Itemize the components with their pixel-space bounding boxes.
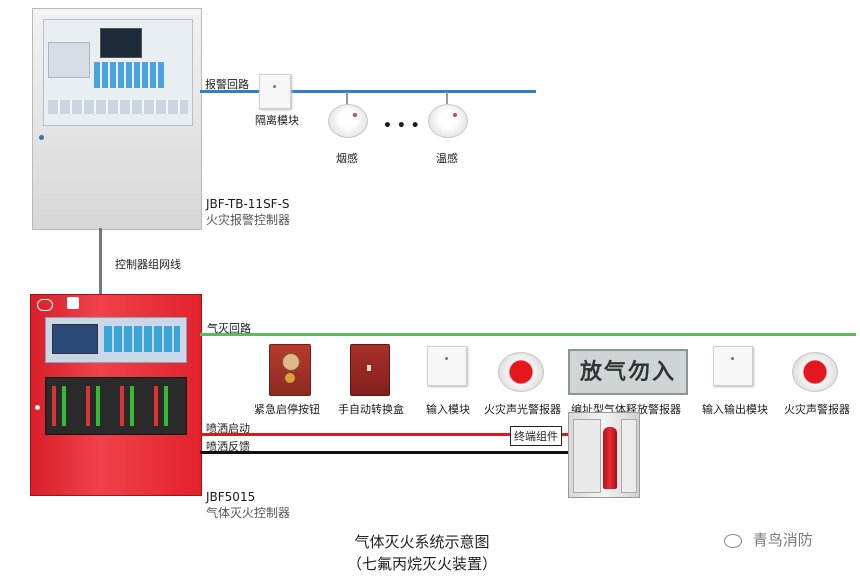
emergency-button-label: 紧急启停按钮 <box>254 403 320 416</box>
manual-auto-switch-box <box>350 344 390 396</box>
controller-network-line <box>99 228 102 294</box>
certification-logo <box>37 299 53 311</box>
controller-display-panel <box>43 19 193 126</box>
cabinet-door-left <box>573 419 601 493</box>
network-line-label: 控制器组网线 <box>115 258 181 271</box>
gas-extinguishing-controller-cabinet <box>30 294 202 496</box>
zone-indicator-leds <box>52 386 180 426</box>
diagram-subtitle: （七氟丙烷灭火装置） <box>346 555 497 573</box>
smoke-detector-drop <box>346 92 348 104</box>
input-output-module <box>713 346 753 386</box>
controller-printer <box>48 42 90 78</box>
gas-controller-model: JBF5015 <box>206 490 256 504</box>
heat-detector-label: 温感 <box>436 152 458 165</box>
controller-keypad <box>94 62 164 88</box>
fire-alarm-controller-model: JBF-TB-11SF-S <box>206 197 290 211</box>
heat-detector-drop <box>446 92 448 104</box>
isolation-module <box>259 74 291 109</box>
fire-alarm-controller-cabinet <box>32 8 202 230</box>
alarm-loop-label: 报警回路 <box>205 78 249 91</box>
fire-alarm-controller-caption: JBF-TB-11SF-S 火灾报警控制器 <box>206 196 290 228</box>
controller-indicator-row <box>48 100 188 114</box>
fire-sound-alarm-label: 火灾声警报器 <box>784 403 850 416</box>
terminal-component: 终端组件 <box>510 426 562 446</box>
gas-loop-line <box>200 333 856 336</box>
input-module-led <box>445 357 448 360</box>
input-output-module-label: 输入输出模块 <box>702 403 768 416</box>
gas-controller-zone-panel <box>45 377 187 435</box>
emergency-button-core <box>285 373 295 383</box>
fire-strobe-sound-alarm-label: 火灾声光警报器 <box>484 403 561 416</box>
diagram-title: 气体灭火系统示意图 <box>354 533 490 551</box>
watermark-text: 青鸟消防 <box>752 531 813 549</box>
alarm-loop-line <box>200 90 536 93</box>
gas-controller-name: 气体灭火控制器 <box>206 506 291 520</box>
spray-feedback-label: 喷洒反馈 <box>206 440 250 453</box>
io-module-led <box>731 357 734 360</box>
spray-start-line <box>200 433 568 436</box>
controller-lock <box>39 135 44 140</box>
spray-feedback-line <box>200 451 568 454</box>
input-module-label: 输入模块 <box>426 403 470 416</box>
isolation-module-led <box>273 85 276 88</box>
fire-sound-alarm <box>792 352 838 392</box>
gas-controller-screen <box>52 324 98 354</box>
detector-ellipsis: • • • <box>383 118 420 134</box>
emergency-button-knob <box>282 353 300 371</box>
controller-screen <box>100 28 142 58</box>
switch-box-keyhole <box>367 365 371 371</box>
extinguisher-cylinder <box>603 427 617 489</box>
watermark: 青鸟消防 <box>724 529 813 550</box>
smoke-detector-label: 烟感 <box>336 152 358 165</box>
smoke-detector <box>328 104 368 138</box>
fire-logo <box>67 297 79 309</box>
gas-controller-keypad <box>104 326 180 352</box>
gas-release-sign-text: 放气勿入 <box>579 359 676 385</box>
isolation-module-label: 隔离模块 <box>255 114 299 127</box>
input-module <box>427 346 467 386</box>
gas-controller-display-panel <box>45 317 187 363</box>
gas-controller-caption: JBF5015 气体灭火控制器 <box>206 489 290 521</box>
wechat-icon <box>724 533 742 548</box>
emergency-start-stop-button <box>269 344 311 396</box>
gas-controller-lock <box>35 405 40 410</box>
smoke-detector-led <box>353 113 357 117</box>
heat-detector <box>428 104 468 138</box>
spray-start-label: 喷洒启动 <box>206 422 250 435</box>
fire-strobe-sound-alarm <box>498 352 544 392</box>
gas-loop-label: 气灭回路 <box>207 322 251 335</box>
manual-auto-switch-label: 手自动转换盒 <box>338 403 404 416</box>
cabinet-door-right <box>621 419 637 493</box>
heptafluoropropane-cabinet <box>568 412 640 498</box>
heat-detector-led <box>453 113 457 117</box>
fire-alarm-controller-name: 火灾报警控制器 <box>206 213 291 227</box>
gas-release-alarm-sign: 放气勿入 <box>568 349 688 395</box>
